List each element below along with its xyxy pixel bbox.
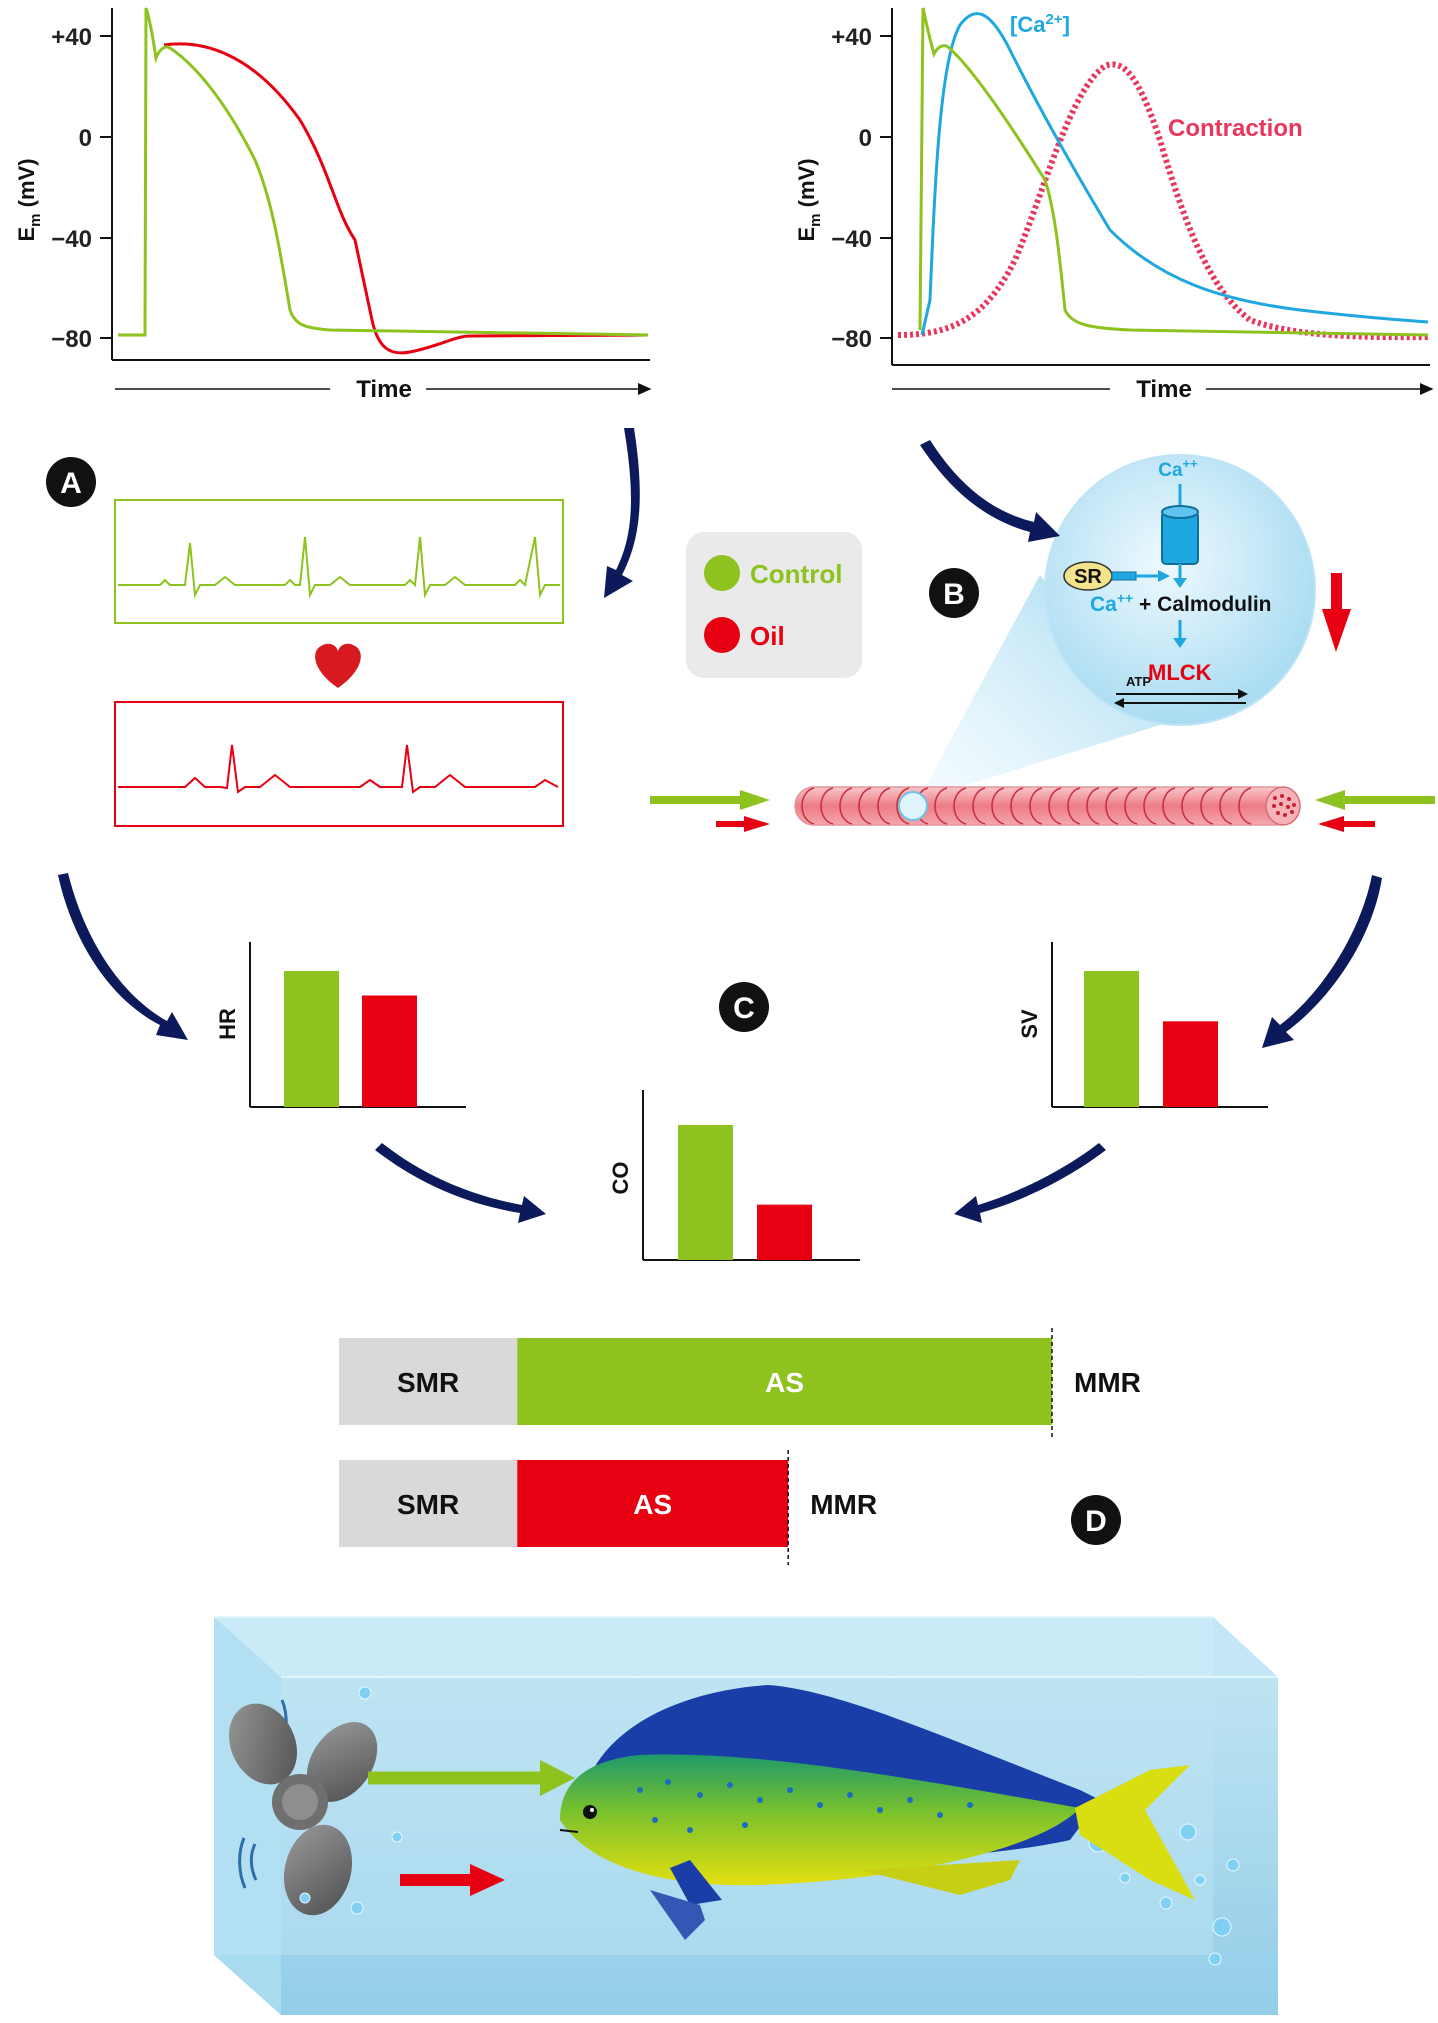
panel-a-action-potential-plot: +40 0 −40 −80 Em (mV) Time: [14, 7, 652, 403]
sv-bar-chart: SV: [1017, 942, 1268, 1108]
mmr-label: MMR: [1074, 1367, 1141, 1398]
as-label: AS: [633, 1489, 672, 1520]
svg-text:A: A: [60, 467, 82, 500]
contraction-curve: [897, 61, 1429, 341]
sr-label: SR: [1074, 566, 1102, 588]
y-tick-0: 0: [79, 125, 92, 152]
hr-control-bar: [284, 971, 339, 1107]
svg-text:C: C: [733, 992, 755, 1025]
cell-signaling-zoom: Ca++ SR Ca++ + Calmodulin ATP MLCK: [918, 454, 1316, 800]
svg-text:D: D: [1085, 1505, 1107, 1538]
swim-tunnel-illustration: [214, 1616, 1278, 2015]
co-bar-chart: CO: [608, 1090, 860, 1261]
aerobic-scope-control-bar: SMR AS MMR: [339, 1328, 1141, 1440]
y-tick-minus80: −80: [831, 326, 872, 353]
aerobic-scope-oil-bar: SMR AS MMR: [339, 1450, 877, 1565]
control-action-potential-curve: [918, 7, 1429, 337]
ecg-control-trace-box: [114, 499, 564, 624]
ecg-oil-trace-box: [114, 701, 564, 827]
hr-axis-label: HR: [215, 1008, 240, 1040]
oil-action-potential-curve: [163, 42, 649, 355]
mahi-mahi-fish-icon: [559, 1685, 1195, 1940]
as-segment: [517, 1338, 1052, 1425]
y-tick-minus40: −40: [831, 226, 872, 253]
fiber-force-arrows: [650, 790, 1435, 832]
calcium-transient-curve: [920, 12, 1429, 336]
co-control-bar: [678, 1125, 733, 1260]
x-axis-label-time: Time: [356, 376, 412, 403]
svg-text:B: B: [943, 578, 965, 611]
sarcoplasmic-reticulum-icon: SR: [1063, 561, 1170, 591]
y-tick-plus40: +40: [51, 24, 92, 51]
flow-arrows: [58, 428, 1382, 1223]
calcium-influx-label: Ca++: [1158, 456, 1198, 481]
co-axis-label: CO: [608, 1162, 633, 1195]
hr-oil-bar: [362, 995, 417, 1107]
control-action-potential-curve: [118, 7, 649, 337]
legend-label-control: Control: [750, 559, 842, 589]
badge-a: A: [46, 457, 96, 507]
atp-label: ATP: [1126, 674, 1151, 689]
y-tick-minus40: −40: [51, 226, 92, 253]
y-tick-minus80: −80: [51, 326, 92, 353]
y-axis-label: Em (mV): [14, 158, 44, 241]
muscle-fiber-icon: [794, 786, 1301, 826]
x-axis-label-time: Time: [1136, 376, 1192, 403]
smr-label: SMR: [397, 1489, 459, 1520]
mlck-label: MLCK: [1148, 660, 1212, 685]
badge-b: B: [929, 568, 979, 618]
y-tick-plus40: +40: [831, 24, 872, 51]
badge-c: C: [719, 982, 769, 1032]
decrease-red-arrow: [1322, 573, 1351, 652]
panel-b-calcium-contraction-plot: +40 0 −40 −80 Em (mV) [Ca2+] Contraction…: [794, 7, 1434, 403]
calcium-curve-label: [Ca2+]: [1010, 11, 1070, 37]
smr-segment: [339, 1460, 518, 1547]
legend-label-oil: Oil: [750, 621, 785, 651]
sv-oil-bar: [1163, 1021, 1218, 1107]
heart-icon: [315, 643, 361, 688]
smr-segment: [339, 1338, 518, 1425]
y-tick-0: 0: [859, 125, 872, 152]
smr-label: SMR: [397, 1367, 459, 1398]
y-axis-label: Em (mV): [794, 158, 824, 241]
mmr-label: MMR: [810, 1489, 877, 1520]
propeller-icon: [228, 1699, 378, 1916]
hr-bar-chart: HR: [215, 942, 466, 1108]
legend: Control Oil: [686, 532, 862, 678]
sv-axis-label: SV: [1017, 1009, 1042, 1039]
calcium-calmodulin-label: Ca++ + Calmodulin: [1090, 590, 1271, 616]
as-segment: [517, 1460, 789, 1547]
badge-d: D: [1071, 1495, 1121, 1545]
co-oil-bar: [757, 1204, 812, 1260]
sv-control-bar: [1084, 971, 1139, 1107]
calcium-channel-icon: [1161, 505, 1199, 565]
as-label: AS: [765, 1367, 804, 1398]
contraction-curve-label: Contraction: [1168, 115, 1303, 142]
